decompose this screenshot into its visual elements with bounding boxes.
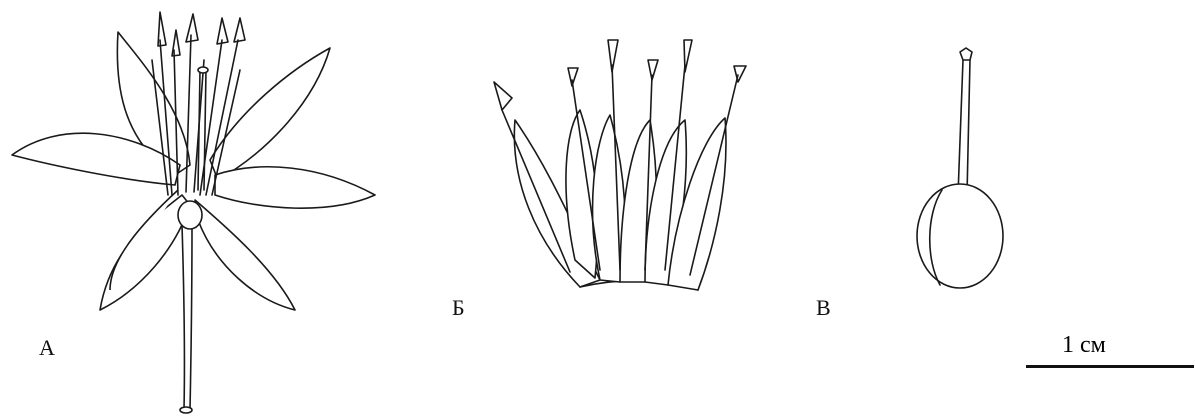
scale-bar bbox=[1026, 365, 1194, 368]
pistil-drawing bbox=[900, 40, 1040, 400]
opened-perianth-with-stamens-drawing bbox=[480, 20, 780, 340]
scale-label: 1 см bbox=[1062, 332, 1106, 359]
panel-label: А bbox=[39, 337, 55, 359]
panel-label: Б bbox=[452, 297, 465, 319]
panel-label: В bbox=[816, 297, 831, 319]
whole-flower-drawing bbox=[0, 0, 400, 417]
